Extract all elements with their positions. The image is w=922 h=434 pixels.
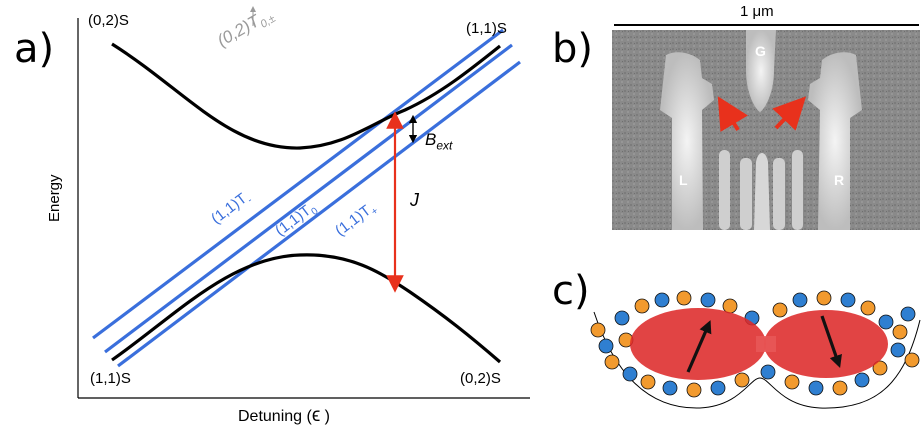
plunger-finger-1	[719, 150, 730, 230]
gate-g	[746, 30, 776, 112]
panel-a-diagram	[77, 6, 530, 399]
gate-g-label: G	[755, 43, 766, 59]
nuclear-spin-bath	[590, 290, 920, 398]
x-axis-label: Detuning (ϵ )	[238, 405, 330, 427]
left-electron-spin	[686, 320, 712, 373]
scale-bar-label: 1 μm	[740, 3, 774, 20]
left-electron-cloud	[630, 308, 766, 380]
panel-c-double-dot	[590, 290, 921, 409]
interdot-overlap	[756, 336, 776, 352]
panel-a-letter: a)	[14, 26, 55, 72]
label-bottom-right-state: (0,2)S	[460, 370, 501, 387]
triplet-t-plus-line	[117, 60, 521, 368]
center-finger	[754, 153, 770, 230]
triplet-t-zero-line	[104, 43, 513, 354]
label-b-ext: Bext	[425, 130, 452, 152]
gate-l	[660, 52, 714, 231]
confinement-potential	[593, 311, 921, 409]
label-bottom-left-state: (1,1)S	[90, 370, 131, 387]
label-exchange-j: J	[410, 190, 419, 210]
right-electron-spin	[820, 315, 842, 369]
panel-c-letter: c)	[552, 268, 590, 314]
plunger-finger-4	[792, 150, 803, 230]
right-electron-cloud	[764, 310, 888, 378]
b-ext-sub: ext	[436, 138, 453, 153]
panel-b-sem-image	[612, 24, 920, 231]
upper-singlet-curve	[111, 42, 501, 150]
x-axis-label-text: Detuning (	[238, 408, 312, 425]
b-ext-main: B	[425, 130, 437, 149]
plunger-finger-2	[740, 158, 752, 230]
plunger-finger-3	[773, 158, 785, 230]
gate-r	[808, 52, 862, 231]
label-top-left-state: (0,2)S	[88, 12, 129, 29]
x-axis-label-symbol: ϵ	[311, 405, 321, 426]
left-dot-spin-arrow	[717, 96, 748, 132]
panel-b-letter: b)	[552, 26, 593, 72]
lower-singlet-curve	[111, 253, 502, 364]
gate-l-label: L	[679, 172, 688, 188]
gate-r-label: R	[834, 172, 845, 188]
right-dot-spin-arrow	[772, 96, 807, 131]
label-top-right-state: (1,1)S	[466, 20, 507, 37]
triplet-t-minus-line	[92, 28, 504, 340]
y-axis-label: Energy	[46, 174, 63, 222]
x-axis-label-end: )	[320, 408, 331, 425]
